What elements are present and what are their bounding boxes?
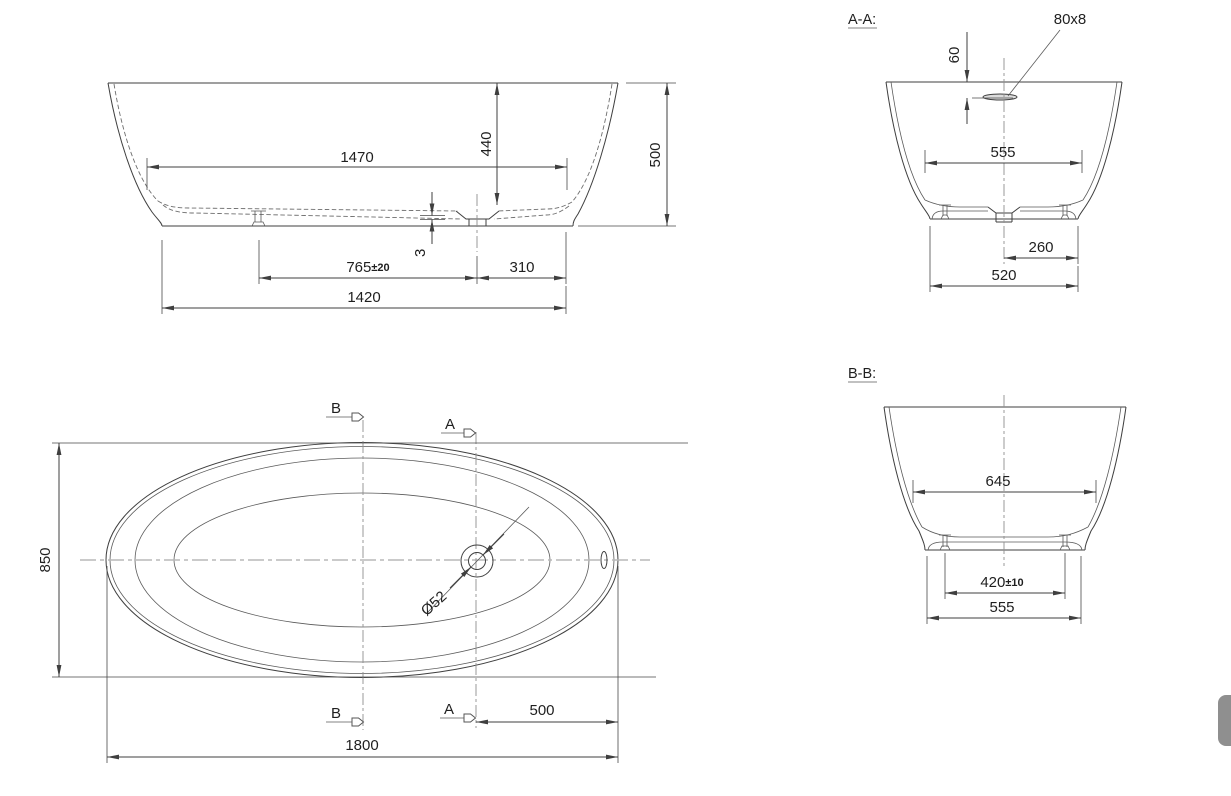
dim-overall-height: 500 [578,82,676,227]
section-marker-a-bottom: A [440,701,477,723]
dim-overall-length-text: 1800 [345,737,378,754]
dim-bottom-slope-text: 3 [412,249,429,257]
drain-diameter-text: Ø52 [418,588,450,620]
section-marker-b-bottom: B [326,705,365,727]
dim-bb-inner-width-text: 645 [985,473,1010,490]
overflow-slot-text: 80x8 [1054,11,1087,28]
dim-plan-drain-to-end-text: 500 [529,702,554,719]
section-marker-b-bottom-text: B [331,705,341,722]
dim-center-to-base-edge: 260 [1004,226,1079,264]
tub-section-bb-outline [883,406,1127,551]
foot-section-aa-left [939,204,951,220]
tub-section-aa-outline [885,81,1123,220]
dim-overflow-below-rim: 60 [946,32,1013,124]
foot-section-bb-left [939,534,951,551]
drain-diameter-callout: Ø52 [418,506,530,620]
section-marker-a-top: A [441,416,477,438]
dim-feet-spacing-text: 420±10 [980,574,1023,591]
section-bb-view: B-B: 645 420±10 [848,366,1127,624]
section-flag-icon [351,412,365,422]
drain-recess-side [455,194,500,252]
dim-overflow-below-rim-text: 60 [946,47,963,64]
overflow-slot-callout: 80x8 [1007,11,1087,97]
tub-side-outline [107,82,619,227]
section-aa-view: A-A: 60 [848,11,1123,292]
dim-overall-length: 1800 [106,566,619,763]
dim-base-length-text: 1420 [347,289,380,306]
dim-base-length: 1420 [161,240,567,314]
foot-section-aa-right [1059,204,1071,220]
dim-bb-base-width: 555 [926,556,1082,624]
dim-aa-inner-width-text: 555 [990,144,1015,161]
scrollbar-thumb[interactable] [1218,695,1231,746]
section-flag-icon [351,717,365,727]
dim-drain-to-end-text: 310 [509,259,534,276]
section-aa-label: A-A: [848,12,876,28]
dim-plan-drain-to-end: 500 [476,702,618,725]
foot-side [251,210,266,227]
section-bb-label: B-B: [848,366,876,382]
overflow-slot-plan [600,551,608,569]
section-marker-b-top: B [326,400,365,422]
section-marker-a-bottom-text: A [444,701,454,718]
dim-aa-base-width-text: 520 [991,267,1016,284]
dim-drain-to-end: 310 [477,232,567,284]
dim-aa-base-width: 520 [929,226,1079,292]
plan-view: B A B A 850 1800 [37,400,688,763]
dim-overall-height-text: 500 [647,142,664,167]
dim-inner-depth: 440 [478,83,500,205]
dim-inner-length-text: 1470 [340,149,373,166]
dim-inner-length: 1470 [146,149,568,190]
foot-section-bb-right [1059,534,1071,551]
dim-foot-to-drain-text: 765±20 [346,259,389,276]
side-elevation-view: 1470 440 500 765±20 310 1420 [107,82,676,314]
overflow-slot-section [982,93,1018,101]
section-flag-icon [463,713,477,723]
dim-aa-inner-width: 555 [924,144,1083,173]
dim-foot-to-drain: 765±20 [258,240,478,284]
dim-bottom-slope: 3 [412,192,445,257]
dim-inner-depth-text: 440 [478,131,495,156]
dim-feet-spacing: 420±10 [944,553,1066,599]
dim-overall-width-text: 850 [37,547,54,572]
dim-center-to-base-edge-text: 260 [1028,239,1053,256]
drain-plan [460,544,494,578]
section-marker-a-top-text: A [445,416,455,433]
dim-bb-base-width-text: 555 [989,599,1014,616]
section-flag-icon [463,428,477,438]
dim-overall-width: 850 [37,442,688,678]
section-marker-b-top-text: B [331,400,341,417]
dim-bb-inner-width: 645 [912,473,1097,503]
